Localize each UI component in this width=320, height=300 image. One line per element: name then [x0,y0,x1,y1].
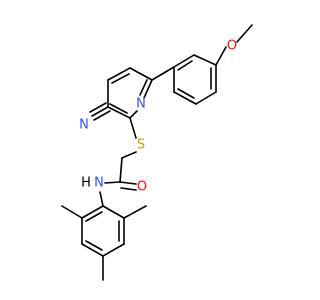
bond-py-1b [139,79,148,96]
bond-ether-aryl [215,46,227,66]
atom-nitrile-nitrogen: N [79,118,89,133]
bond-ch2-carbonyl [119,157,123,183]
bond-py-1 [143,79,153,99]
bond-s-ch2 [121,151,137,159]
bond-py-6 [129,67,153,81]
atom-amide-nitrogen: N [94,176,104,191]
bond-ms-1 [81,205,104,219]
bond-carbonyl-o-1 [119,181,137,185]
atom-amide-hydrogen: H [81,176,91,191]
molecule-structure: O N N S O N H [61,24,253,281]
atom-amide-oxygen: O [137,180,147,195]
bond-nitrile-1 [91,106,109,117]
bond-py-2 [129,110,138,119]
molecule-canvas: O N N S O N H [61,24,253,281]
bond-aryl-pyridine [151,66,175,81]
bond-py-3b [109,103,128,114]
bond-ms-4 [102,243,125,257]
bond-n-aryl [99,191,104,207]
atom-ether-oxygen: O [227,39,237,54]
bond-methyl-left [61,205,83,219]
atom-layer: O N N S O N H [79,39,237,195]
bond-mp-2b [177,60,193,71]
bond-ms-6 [102,205,125,219]
bond-mp-4 [173,91,197,105]
bond-ms-3 [81,243,104,257]
bond-carbonyl-o-2 [120,187,137,191]
bond-carbonyl-n [104,181,121,184]
bond-mp-5 [195,91,217,105]
bond-ms-3b [85,240,103,251]
bond-nitrile-2 [89,102,107,113]
bond-pyridine-s [129,117,137,139]
bond-methyl-right [123,205,147,219]
bond-mp-4b [177,88,195,99]
bond-py-5b [111,73,130,84]
atom-sulfur: S [137,138,145,153]
bond-ms-1b [85,211,103,222]
bond-methyl-ether [236,24,253,43]
bond-mp-1 [193,54,217,66]
bond-py-5 [107,67,131,81]
bond-mp-2 [173,54,195,68]
bond-layer [61,24,253,281]
bond-py-3 [107,106,131,119]
bond-nitrile-3 [93,110,111,121]
atom-pyridine-nitrogen: N [136,97,146,112]
